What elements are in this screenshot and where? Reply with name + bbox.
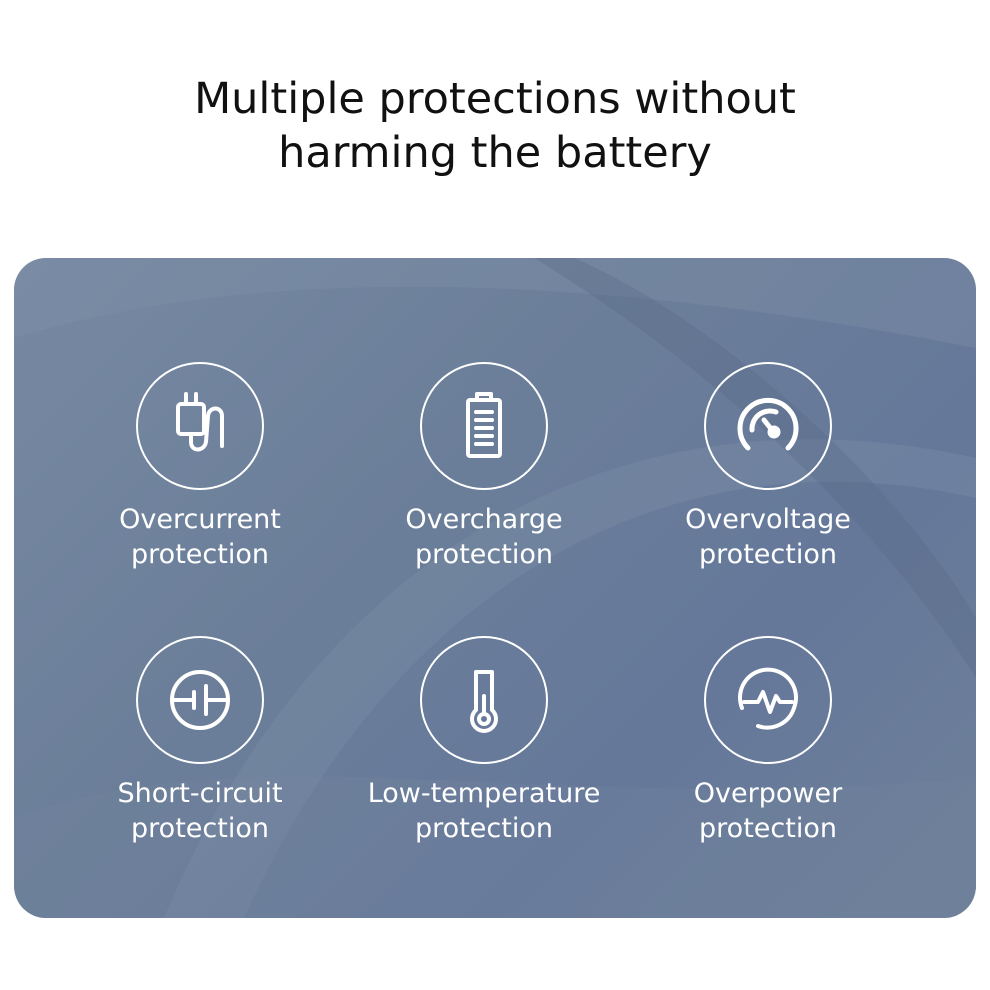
- thermometer-icon: [470, 670, 498, 733]
- icon-ring: [704, 362, 832, 490]
- feature-label-line-1: Short-circuit: [117, 778, 283, 809]
- feature-label-line-2: protection: [699, 539, 837, 570]
- feature-label-line-1: Overcurrent: [119, 504, 281, 535]
- feature-label-line-1: Overpower: [693, 778, 843, 809]
- headline-line-2: harming the battery: [278, 128, 712, 178]
- feature-label-line-2: protection: [131, 813, 269, 844]
- feature-overvoltage: Overvoltage protection: [628, 362, 908, 572]
- feature-overcurrent: Overcurrent protection: [60, 362, 340, 572]
- features-panel: Overcurrent protection Overcharge protec…: [14, 258, 976, 918]
- feature-label-line-1: Low-temperature: [367, 778, 601, 809]
- feature-label-line-2: protection: [699, 813, 837, 844]
- icon-ring: [420, 636, 548, 764]
- headline-line-1: Multiple protections without: [194, 74, 796, 124]
- feature-label-line-2: protection: [415, 813, 553, 844]
- gauge-icon: [737, 397, 799, 451]
- feature-label-line-1: Overvoltage: [685, 504, 851, 535]
- feature-low-temperature: Low-temperature protection: [344, 636, 624, 846]
- feature-overcharge: Overcharge protection: [344, 362, 624, 572]
- feature-label-line-2: protection: [131, 539, 269, 570]
- feature-overpower: Overpower protection: [628, 636, 908, 846]
- charger-plug-icon: [176, 392, 224, 452]
- feature-short-circuit: Short-circuit protection: [60, 636, 340, 846]
- icon-ring: [704, 636, 832, 764]
- feature-label-line-2: protection: [415, 539, 553, 570]
- pulse-icon: [738, 667, 798, 730]
- icon-ring: [420, 362, 548, 490]
- background-swoosh-decoration: [14, 258, 976, 918]
- battery-icon: [466, 392, 502, 458]
- icon-ring: [136, 636, 264, 764]
- short-circuit-icon: [170, 670, 230, 730]
- icon-ring: [136, 362, 264, 490]
- headline: Multiple protections without harming the…: [0, 72, 990, 180]
- feature-label-line-1: Overcharge: [405, 504, 563, 535]
